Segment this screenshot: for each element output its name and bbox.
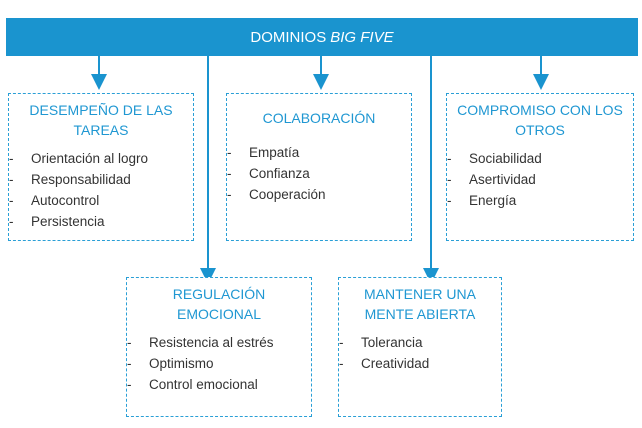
diagram-header: DOMINIOS BIG FIVE: [6, 18, 638, 56]
list-item: -Control emocional: [127, 377, 258, 392]
list-item: -Energía: [447, 193, 517, 208]
item-list: -Sociabilidad -Asertividad -Energía: [447, 148, 633, 211]
list-item: -Empatía: [227, 145, 300, 160]
list-item: -Resistencia al estrés: [127, 335, 274, 350]
box-title: MANTENER UNA MENTE ABIERTA: [363, 286, 476, 322]
list-item: -Creatividad: [339, 356, 430, 371]
box-title: DESEMPEÑO DE LAS TAREAS: [29, 102, 173, 138]
header-title-italic: BIG FIVE: [330, 28, 394, 46]
list-item: -Responsabilidad: [9, 172, 131, 187]
list-item: -Sociabilidad: [447, 151, 542, 166]
box-colaboracion: COLABORACIÓN -Empatía -Confianza -Cooper…: [226, 93, 412, 241]
list-item: -Orientación al logro: [9, 151, 149, 166]
item-list: -Resistencia al estrés -Optimismo -Contr…: [127, 332, 311, 395]
item-list: -Empatía -Confianza -Cooperación: [227, 142, 411, 205]
list-item: -Autocontrol: [9, 193, 100, 208]
item-list: -Orientación al logro -Responsabilidad -…: [9, 148, 193, 232]
list-item: -Cooperación: [227, 187, 326, 202]
box-title: COLABORACIÓN: [262, 110, 376, 126]
box-title: REGULACIÓN EMOCIONAL: [172, 286, 266, 322]
list-item: -Asertividad: [447, 172, 536, 187]
item-list: -Tolerancia -Creatividad: [339, 332, 501, 374]
header-title: DOMINIOS: [250, 28, 327, 46]
list-item: -Optimismo: [127, 356, 214, 371]
box-mente-abierta: MANTENER UNA MENTE ABIERTA -Tolerancia -…: [338, 277, 502, 417]
box-regulacion-emocional: REGULACIÓN EMOCIONAL -Resistencia al est…: [126, 277, 312, 417]
list-item: -Confianza: [227, 166, 310, 181]
box-desempeno-tareas: DESEMPEÑO DE LAS TAREAS -Orientación al …: [8, 93, 194, 241]
box-title: COMPROMISO CON LOS OTROS: [457, 102, 623, 138]
list-item: -Tolerancia: [339, 335, 423, 350]
box-compromiso: COMPROMISO CON LOS OTROS -Sociabilidad -…: [446, 93, 634, 241]
list-item: -Persistencia: [9, 214, 105, 229]
